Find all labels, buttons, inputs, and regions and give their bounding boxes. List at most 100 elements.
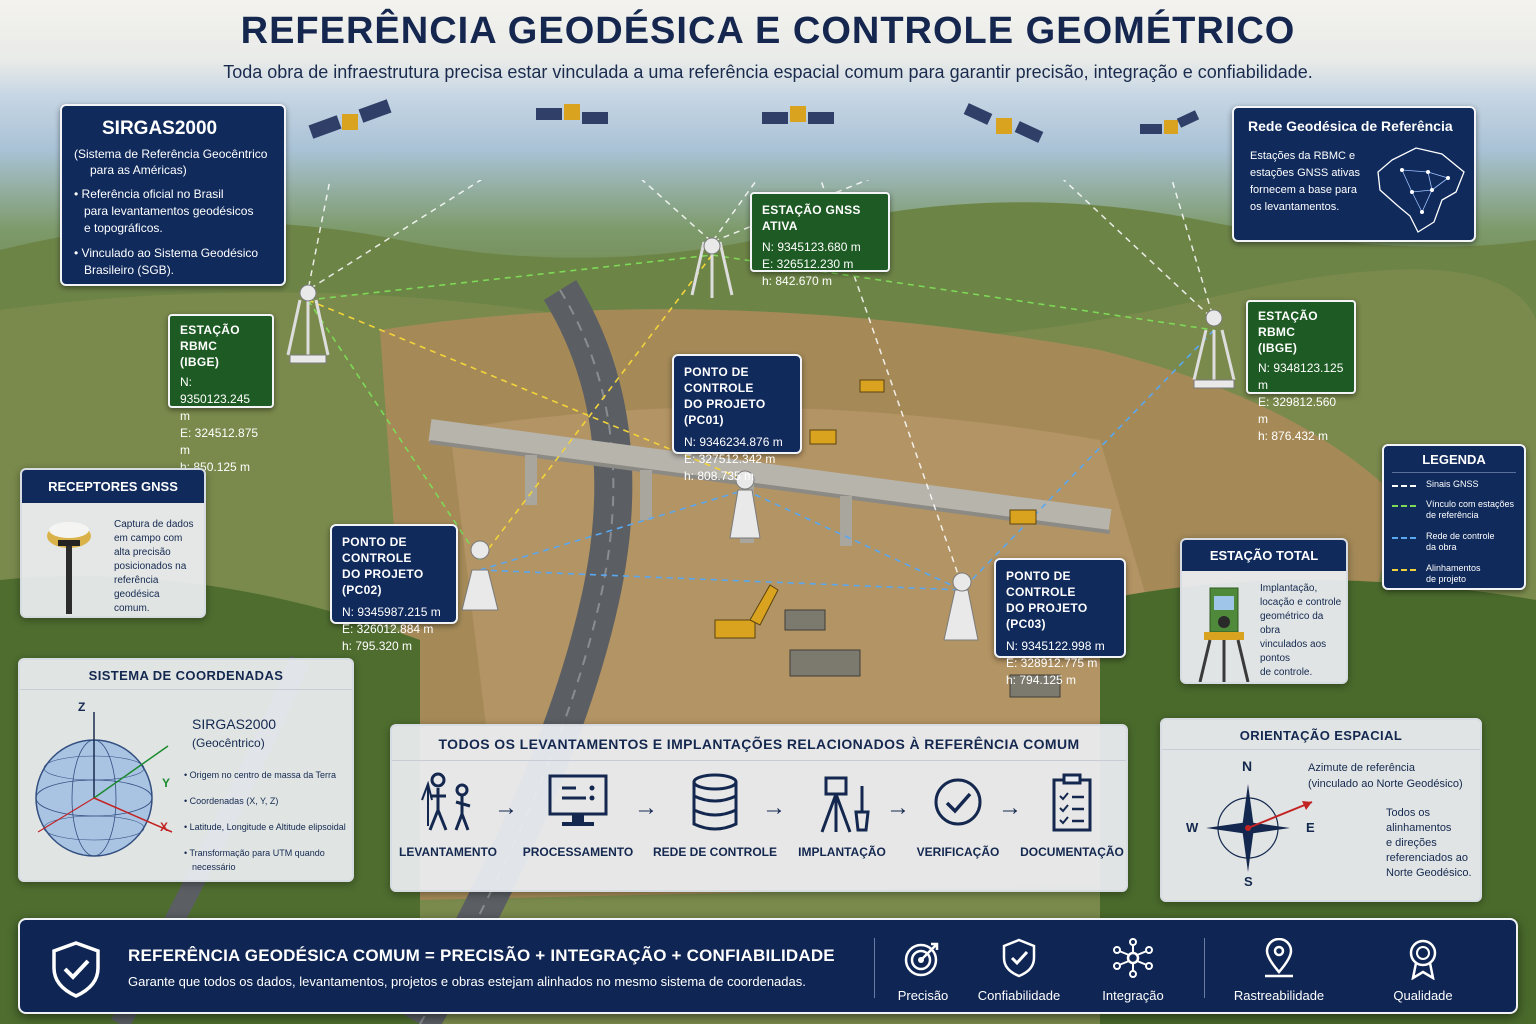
spatial-orientation-panel: ORIENTAÇÃO ESPACIAL N S W E Azimute de r… — [1160, 718, 1482, 902]
compass-s: S — [1244, 874, 1253, 889]
station-subtitle: (IBGE) — [1258, 341, 1298, 355]
footer-subtext: Garante que todos os dados, levantamento… — [128, 974, 806, 989]
control-point-pc02: PONTO DE CONTROLE DO PROJETO (PC02) N: 9… — [330, 524, 458, 653]
receptores-text: posicionados na — [114, 561, 187, 572]
coordinate-bullet: • Origem no centro de massa da Terra — [184, 770, 337, 780]
workflow-arrow: → — [762, 794, 786, 821]
target-icon — [904, 942, 939, 977]
legend-swatch — [1392, 569, 1416, 571]
legend-label: Sinais GNSS — [1426, 479, 1479, 489]
workflow-arrow: → — [998, 794, 1022, 821]
station-subtitle: DO PROJETO (PC01) — [684, 397, 766, 427]
estacao-total-text: vinculados aos pontos — [1260, 639, 1327, 664]
legend-label: de projeto — [1426, 574, 1467, 584]
gnss-receiver-icon — [47, 522, 91, 614]
legend-swatch — [1392, 505, 1416, 507]
workflow-step-verificacao: VERIFICAÇÃO — [916, 845, 1000, 859]
network-nodes-icon — [1113, 938, 1153, 978]
azimuth-label: Azimute de referência — [1308, 762, 1415, 774]
coord-h: h: 876.432 m — [1258, 429, 1329, 443]
sirgas-desc-2: para as Américas) — [90, 163, 187, 177]
rede-text: os levantamentos. — [1250, 201, 1340, 213]
brazil-map-icon — [1377, 147, 1465, 233]
coord-n: N: 9350123.245 m — [180, 375, 251, 423]
coord-e: E: 326012.884 m — [342, 622, 434, 636]
orientation-text: referenciados ao — [1386, 852, 1468, 864]
award-medal-icon — [1409, 939, 1437, 980]
clipboard-icon — [1052, 773, 1092, 832]
shield-icon — [1002, 938, 1036, 978]
coordinate-system-type: (Geocêntrico) — [192, 736, 265, 750]
coord-e: E: 324512.875 m — [180, 426, 259, 457]
workflow-step-processamento: PROCESSAMENTO — [522, 845, 634, 859]
azimuth-label-2: (vinculado ao Norte Geodésico) — [1308, 778, 1463, 790]
station-title: ESTAÇÃO RBMC — [1258, 309, 1318, 339]
globe-axes-icon — [35, 712, 173, 857]
compass-w: W — [1186, 820, 1199, 835]
page-title: REFERÊNCIA GEODÉSICA E CONTROLE GEOMÉTRI… — [240, 10, 1296, 52]
footer-item-integracao: Integração — [1078, 938, 1188, 1003]
receptores-text: comum. — [114, 603, 150, 614]
footer-item-precisao: Precisão — [868, 938, 978, 1003]
footer-item-confiabilidade: Confiabilidade — [964, 938, 1074, 1003]
legend-item-alignment: Alinhamentos de projeto — [1392, 563, 1516, 593]
shield-check-icon — [52, 941, 100, 998]
coordinate-system-name: SIRGAS2000 — [192, 716, 277, 732]
coordinate-bullet: • Latitude, Longitude e Altitude elipsoi… — [184, 822, 346, 832]
sirgas-bullet-cont: para levantamentos geodésicos — [84, 204, 254, 218]
control-point-pc03: PONTO DE CONTROLE DO PROJETO (PC03) N: 9… — [994, 558, 1126, 687]
orientation-text: e direções — [1386, 837, 1437, 849]
workflow-step-implantacao: IMPLANTAÇÃO — [798, 845, 886, 859]
coord-e: E: 328912.775 m — [1006, 656, 1098, 670]
estacao-total-text: de controle. — [1260, 667, 1313, 678]
receptores-text: em campo com — [114, 533, 183, 544]
rede-geodesica-box: Rede Geodésica de Referência Estações da… — [1232, 106, 1476, 242]
station-subtitle: DO PROJETO (PC03) — [1006, 601, 1088, 631]
coordinate-bullet: necessário — [192, 862, 236, 872]
receptores-text: referência geodésica — [114, 575, 160, 600]
station-subtitle: (IBGE) — [180, 355, 220, 369]
control-point-pc01: PONTO DE CONTROLE DO PROJETO (PC01) N: 9… — [672, 354, 802, 483]
station-rbmc-right: ESTAÇÃO RBMC (IBGE) N: 9348123.125 m E: … — [1246, 300, 1356, 443]
legend-swatch — [1392, 485, 1416, 487]
estacao-total-text: geométrico da obra — [1260, 611, 1324, 636]
legend-label: Vínculo com estações — [1426, 499, 1515, 509]
total-station-icon — [1198, 587, 1250, 682]
sirgas-bullet-cont: e topográficos. — [84, 221, 163, 235]
receptores-title: RECEPTORES GNSS — [22, 470, 204, 503]
footer-banner: REFERÊNCIA GEODÉSICA COMUM = PRECISÃO + … — [18, 918, 1518, 1014]
tripod-staking-icon — [820, 776, 870, 833]
station-subtitle: DO PROJETO (PC02) — [342, 567, 424, 597]
compass-e: E — [1306, 820, 1315, 835]
axis-z-label: Z — [78, 700, 86, 714]
workflow-step-levantamento: LEVANTAMENTO — [399, 845, 497, 859]
coord-h: h: 808.735 m — [684, 469, 755, 483]
check-circle-icon — [934, 778, 982, 826]
footer-item-rastreabilidade: Rastreabilidade — [1224, 938, 1334, 1003]
legend-swatch — [1392, 537, 1416, 539]
receptores-gnss-panel: RECEPTORES GNSS Captura de dados em camp… — [20, 468, 206, 618]
legend-item-reference: Vínculo com estações de referência — [1392, 499, 1516, 531]
workflow-arrow: → — [886, 794, 910, 821]
station-title: ESTAÇÃO RBMC — [180, 323, 240, 353]
coordinate-system-panel: SISTEMA DE COORDENADAS Z Y X SIRGAS2000 … — [18, 658, 354, 882]
estacao-total-panel: ESTAÇÃO TOTAL Implantação, locação e con… — [1180, 538, 1348, 684]
coord-h: h: 795.320 m — [342, 639, 413, 653]
legend-label: Rede de controle — [1426, 531, 1495, 541]
station-title: ESTAÇÃO GNSS ATIVA — [762, 203, 861, 233]
legend-title: LEGENDA — [1392, 452, 1516, 473]
compass-rose-icon — [1206, 784, 1313, 872]
orientation-text: Todos os — [1386, 807, 1431, 819]
coord-n: N: 9345123.680 m — [762, 240, 861, 254]
sirgas-title: SIRGAS2000 — [102, 118, 218, 139]
coord-n: N: 9346234.876 m — [684, 435, 783, 449]
computer-icon — [548, 774, 608, 826]
station-title: PONTO DE CONTROLE — [1006, 569, 1076, 599]
legend-label: de referência — [1426, 510, 1479, 520]
coord-n: N: 9345122.998 m — [1006, 639, 1105, 653]
legend-label: da obra — [1426, 542, 1457, 552]
axis-y-label: Y — [162, 776, 171, 790]
legend-item-gnss: Sinais GNSS — [1392, 479, 1516, 499]
coordinate-system-title: SISTEMA DE COORDENADAS — [20, 660, 352, 690]
estacao-total-text: locação e controle — [1260, 597, 1342, 608]
